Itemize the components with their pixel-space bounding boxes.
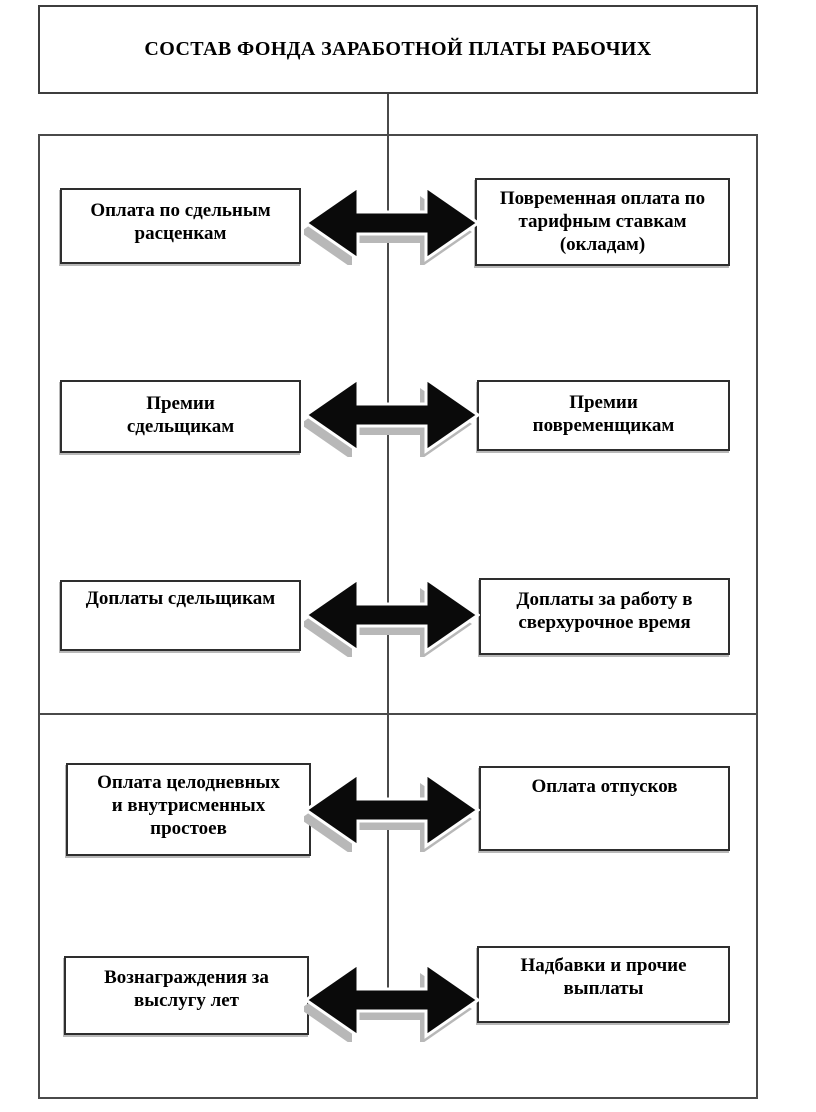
box-label: Повременная оплата по тарифным ставкам (…: [499, 188, 706, 255]
left-right-double-arrow-icon: [304, 373, 480, 457]
diagram-title: СОСТАВ ФОНДА ЗАРАБОТНОЙ ПЛАТЫ РАБОЧИХ: [144, 38, 652, 60]
box-label: Надбавки и прочие выплаты: [520, 955, 687, 999]
box-label: Доплаты сдельщикам: [85, 588, 276, 609]
box-timework-bonuses: Премии повременщикам: [477, 380, 730, 451]
box-piece-rate-pay: Оплата по сдельным расценкам: [60, 188, 301, 264]
central-connector-line: [387, 92, 389, 1000]
diagram-title-box: СОСТАВ ФОНДА ЗАРАБОТНОЙ ПЛАТЫ РАБОЧИХ: [38, 5, 758, 94]
box-time-rate-pay: Повременная оплата по тарифным ставкам (…: [475, 178, 730, 266]
box-label: Оплата отпусков: [531, 776, 678, 797]
box-label: Доплаты за работу в сверхурочное время: [516, 589, 693, 633]
left-right-double-arrow-icon: [304, 181, 480, 265]
box-label: Премии сдельщикам: [126, 393, 235, 437]
left-right-double-arrow-icon: [304, 768, 480, 852]
section-other-payments: [38, 713, 758, 1099]
box-piecework-bonuses: Премии сдельщикам: [60, 380, 301, 453]
box-pieceworker-extra-pay: Доплаты сдельщикам: [60, 580, 301, 651]
box-overtime-extra-pay: Доплаты за работу в сверхурочное время: [479, 578, 730, 655]
box-label: Премии повременщикам: [532, 392, 675, 436]
box-label: Оплата по сдельным расценкам: [90, 200, 271, 244]
box-vacation-pay: Оплата отпусков: [479, 766, 730, 851]
left-right-double-arrow-icon: [304, 573, 480, 657]
box-label: Вознаграждения за выслугу лет: [104, 967, 269, 1011]
left-right-double-arrow-icon: [304, 958, 480, 1042]
box-downtime-pay: Оплата целодневных и внутрисменных прост…: [66, 763, 311, 856]
box-label: Оплата целодневных и внутрисменных прост…: [97, 772, 280, 839]
box-long-service-rewards: Вознаграждения за выслугу лет: [64, 956, 309, 1035]
box-allowances-other-payments: Надбавки и прочие выплаты: [477, 946, 730, 1023]
